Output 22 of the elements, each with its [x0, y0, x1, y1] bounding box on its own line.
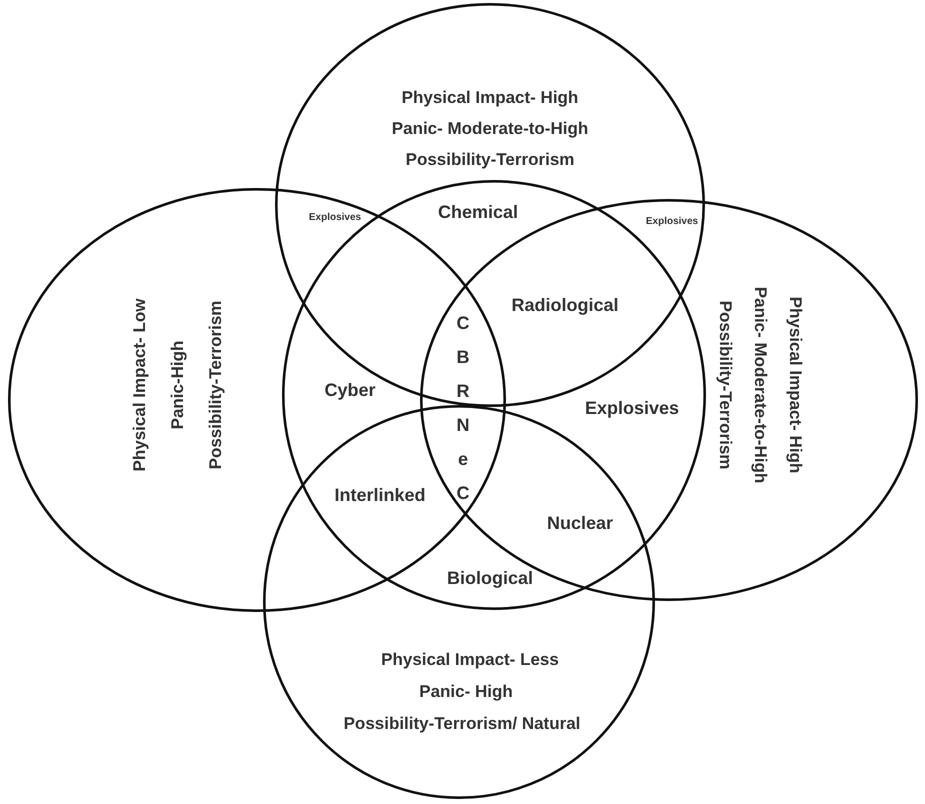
region-label: Chemical — [438, 202, 518, 222]
region-label: Interlinked — [334, 485, 426, 505]
region-label: Biological — [447, 568, 533, 588]
set-description: Possibility-Terrorism — [715, 300, 735, 470]
set-description: Physical Impact- Less — [381, 650, 559, 670]
set-description: Panic-High — [168, 340, 188, 430]
set-description: Physical Impact- High — [402, 88, 578, 108]
set-description: Possibility-Terrorism — [206, 300, 226, 470]
region-label: Explosives — [584, 398, 680, 418]
set-description: Panic- High — [419, 682, 513, 702]
set-description: Physical Impact- High — [785, 296, 805, 474]
region-label: Cyber — [324, 380, 376, 400]
set-description: Possibility-Terrorism — [406, 150, 574, 170]
set-description: Panic- Moderate-to-High — [750, 286, 770, 484]
region-label: Explosives — [308, 212, 362, 224]
set-description: Possibility-Terrorism/ Natural — [344, 714, 580, 734]
region-label: Nuclear — [546, 513, 614, 533]
vertical-label: CBRNeC — [456, 312, 470, 505]
set-description: Physical Impact- Low — [130, 298, 150, 472]
region-label: Explosives — [646, 216, 698, 228]
region-label: Radiological — [512, 295, 618, 315]
set-description: Panic- Moderate-to-High — [392, 119, 588, 139]
